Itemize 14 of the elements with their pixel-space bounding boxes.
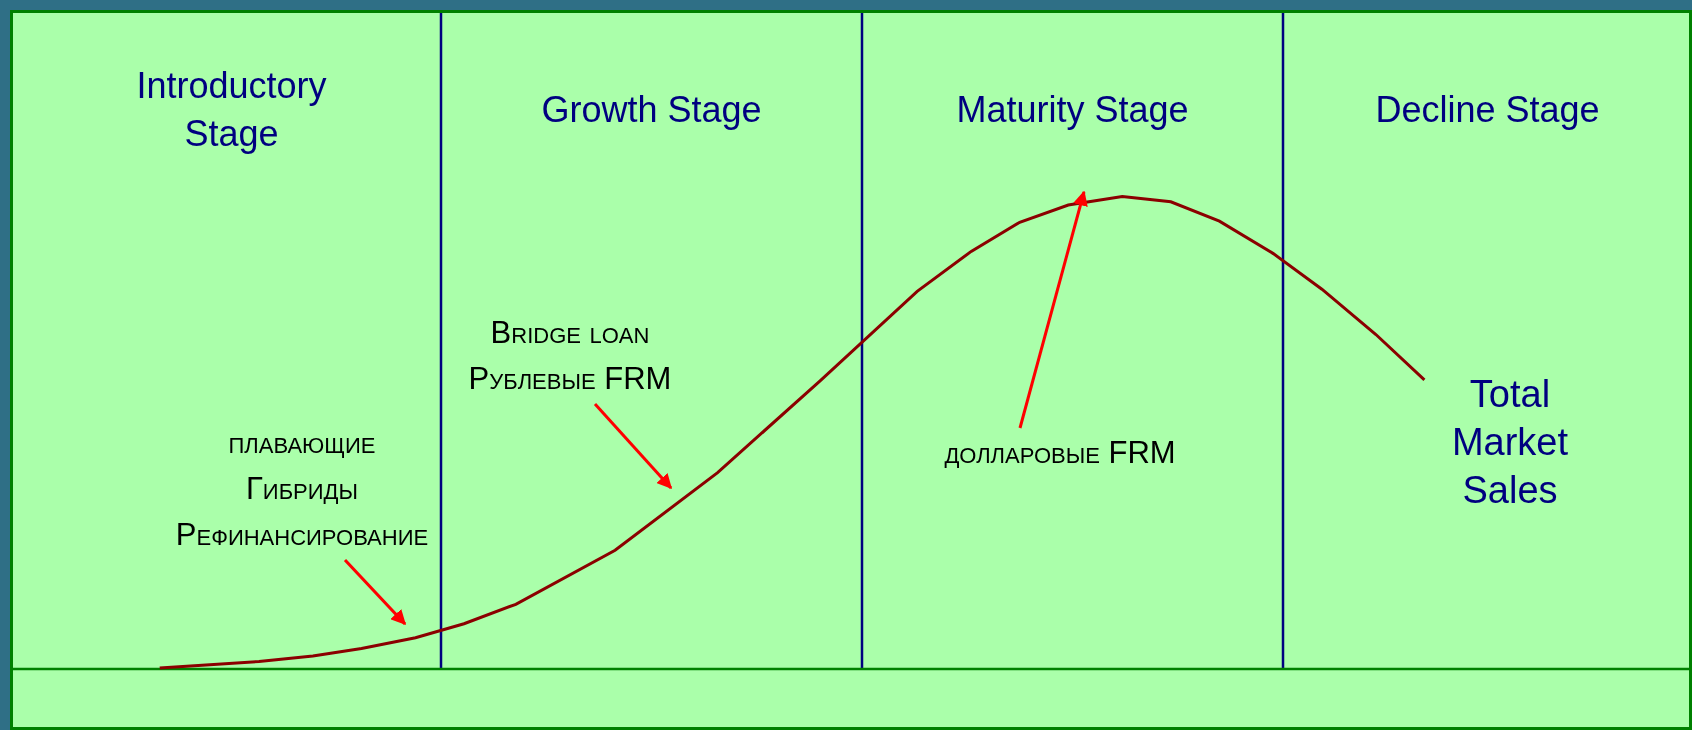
annotation-line: Рефинансирование [174, 516, 430, 554]
annotation-line: долларовые FRM [943, 434, 1177, 472]
annotation-line: Bridge loan [489, 314, 651, 352]
annotation-line: Гибриды [245, 470, 359, 508]
leader-arrow [1018, 190, 1088, 429]
stage-heading: Decline Stage [1375, 88, 1600, 132]
leader-arrow [343, 558, 407, 626]
stage-heading: Introductory Stage [135, 64, 328, 156]
stage-heading: Maturity Stage [956, 88, 1189, 132]
leader-arrow [593, 403, 673, 490]
stage-heading: Growth Stage [541, 88, 762, 132]
annotation-line: плавающие [227, 424, 377, 462]
curve-label: Total Market Sales [1450, 372, 1570, 513]
annotation-line: Рублевые FRM [467, 360, 673, 398]
